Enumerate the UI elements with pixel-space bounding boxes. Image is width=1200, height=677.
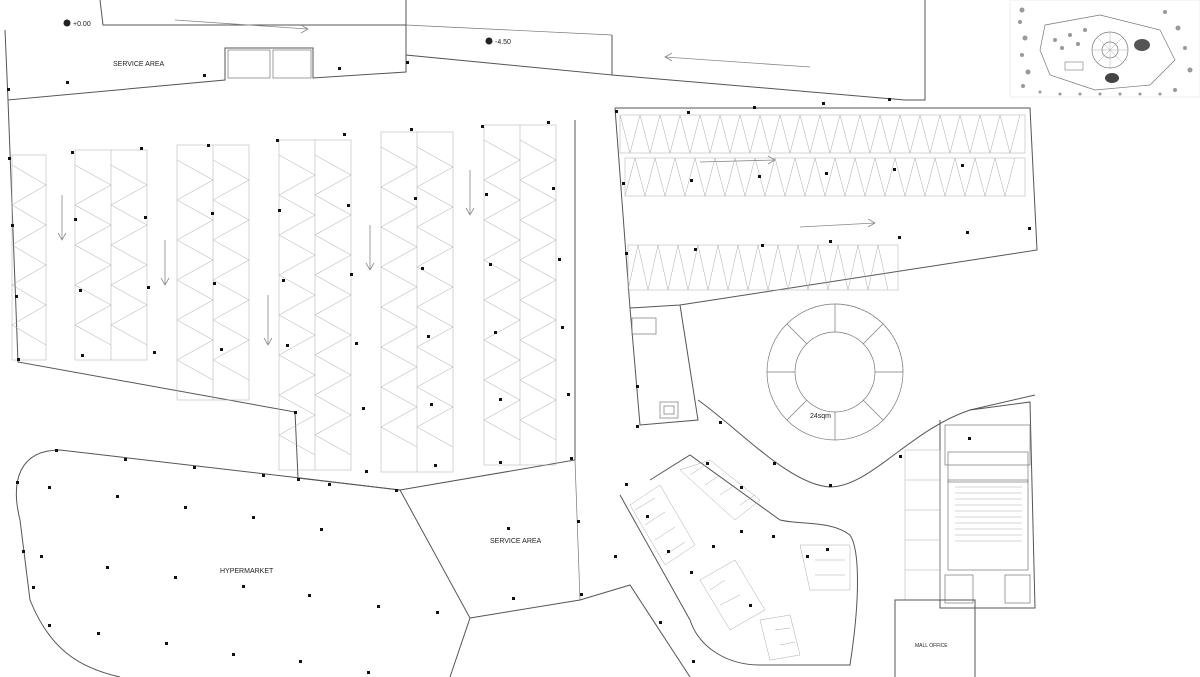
auditorium-seating: [955, 486, 1022, 542]
service-area-top-label: SERVICE AREA: [113, 61, 165, 68]
level-marker-lower: -4.50: [485, 37, 511, 46]
lane-arrows-right: [699, 155, 876, 228]
curved-parking-ramp: [619, 454, 858, 666]
hypermarket-label: HYPERMARKET: [220, 568, 274, 575]
kiosk-ring: 24sqm: [766, 303, 904, 441]
parking-stalls-left: [11, 124, 557, 473]
service-area-center: SERVICE AREA: [469, 459, 691, 677]
key-plan: [1009, 0, 1200, 98]
stair: [631, 317, 657, 335]
lift: [659, 401, 679, 419]
hypermarket: HYPERMARKET: [15, 449, 471, 677]
service-area-top: SERVICE AREA: [4, 29, 407, 101]
mall-office: MALL OFFICE: [894, 599, 976, 677]
parking-left: [7, 99, 576, 491]
structural-columns: [7, 61, 1031, 674]
level-marker-icon: [485, 37, 493, 45]
level-marker-icon: [63, 19, 71, 27]
access-ramps: [99, 0, 926, 101]
ramp-arrow-right: [174, 19, 309, 34]
lane-arrows-left: [57, 170, 475, 346]
level-upper-label: +0.00: [73, 21, 91, 28]
level-lower-label: -4.50: [495, 39, 511, 46]
parking-stalls-right: [619, 114, 1026, 291]
stair-core: [629, 304, 699, 426]
mall-office-label: MALL OFFICE: [915, 643, 948, 649]
auditorium: [947, 479, 1029, 571]
service-area-center-label: SERVICE AREA: [490, 538, 542, 545]
parking-right: [614, 107, 1038, 309]
kiosk-area-label: 24sqm: [810, 413, 831, 420]
ramp-arrow-left: [664, 52, 811, 68]
mall-corridor-edge: [697, 394, 1036, 488]
level-marker-upper: +0.00: [63, 19, 91, 28]
